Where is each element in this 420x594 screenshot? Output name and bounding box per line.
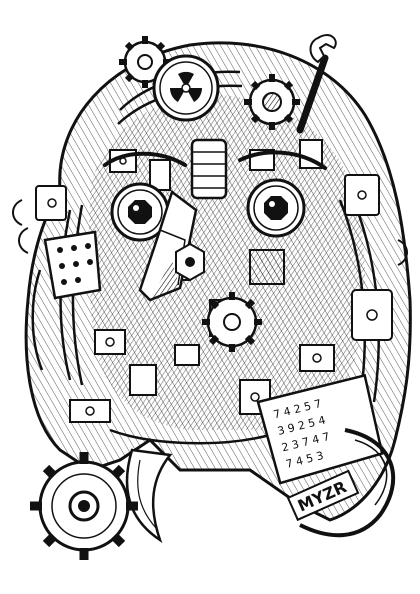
tail-hook (299, 428, 396, 538)
wrench-icon (296, 34, 337, 134)
hex-nut (175, 242, 205, 282)
perforated-plate (43, 230, 102, 300)
claw-blade (125, 448, 173, 544)
note-card: 7 4 2 5 7 3 9 2 5 4 2 3 7 4 7 7 4 5 3 (256, 373, 384, 485)
gear-icon (119, 36, 171, 88)
central-cylinder (190, 138, 228, 200)
gear-icon (244, 74, 300, 130)
tag-plate: MYZR (286, 469, 360, 522)
radiation-symbol-icon (152, 54, 220, 122)
right-eye (246, 178, 306, 238)
brow-pipes (103, 150, 327, 170)
chain (12, 199, 408, 266)
gear-icon (30, 452, 138, 560)
gear-icon (202, 292, 262, 352)
